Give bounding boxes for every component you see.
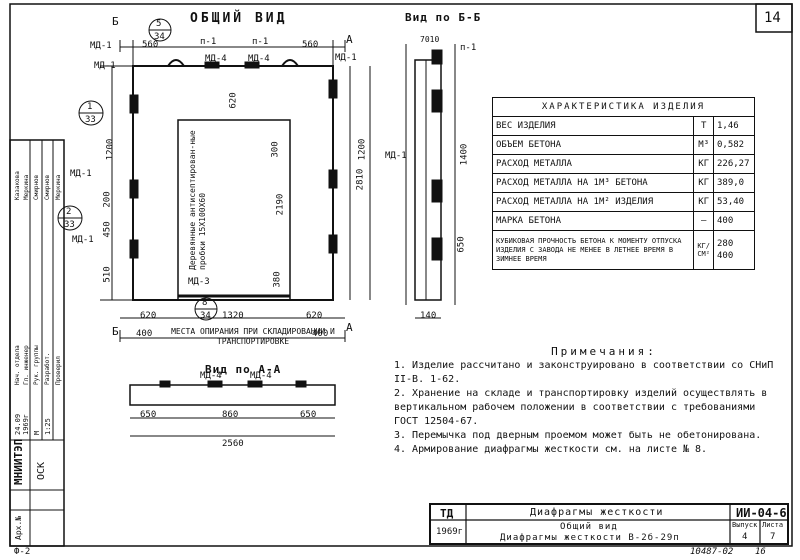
view-title-a-a: Вид по А-А bbox=[205, 363, 282, 376]
note-item: 1. Изделие рассчитано и законструировано… bbox=[394, 360, 774, 385]
note-item: 4. Армирование диафрагмы жесткости см. н… bbox=[394, 444, 708, 455]
mark-md1-c: МД-1 bbox=[70, 169, 92, 179]
mark-md1-d: МД-1 bbox=[72, 235, 94, 245]
mark-md1-b: МД-1 bbox=[94, 61, 116, 71]
stamp-code: ИИ-04-6 bbox=[736, 506, 787, 520]
left-stamp-year: 1969г bbox=[22, 413, 30, 435]
table-row: РАСХОД МЕТАЛЛА НА 1М² ИЗДЕЛИЯ КГ 53,40 bbox=[491, 192, 755, 212]
left-stamp-name: Смирнов bbox=[33, 174, 40, 200]
dim-650-aa-left: 650 bbox=[140, 410, 157, 420]
mark-p1-a: п-1 bbox=[200, 37, 217, 47]
view-title-general: ОБЩИЙ ВИД bbox=[190, 11, 288, 26]
mark-p1-c: п-1 bbox=[460, 43, 477, 53]
left-stamp-name: Меркина bbox=[23, 174, 30, 200]
strength-values: 280 400 bbox=[713, 230, 755, 270]
left-stamp-role: Рук. группы bbox=[33, 345, 40, 385]
dim-650-aa-right: 650 bbox=[300, 410, 317, 420]
mark-md1-f: МД-1 bbox=[335, 53, 357, 63]
strength-text: КУБИКОВАЯ ПРОЧНОСТЬ БЕТОНА К МОМЕНТУ ОТП… bbox=[496, 236, 682, 254]
dim-2560: 2560 bbox=[222, 439, 244, 449]
strength-summer-value: 280 bbox=[717, 239, 734, 249]
mark-md4-a: МД-4 bbox=[205, 54, 227, 64]
table-row: РАСХОД МЕТАЛЛА НА 1М³ БЕТОНА КГ 389,0 bbox=[491, 173, 755, 193]
bottom-page: 16 bbox=[755, 547, 766, 557]
left-stamp-org: МНИИТЭП bbox=[12, 438, 25, 485]
bottom-number: 10487-02 bbox=[690, 547, 734, 557]
left-stamp-m: М bbox=[33, 430, 41, 435]
properties-table: ХАРАКТЕРИСТИКА ИЗДЕЛИЯ ВЕС ИЗДЕЛИЯ Т 1,4… bbox=[491, 97, 755, 270]
stamp-sheet-title-1: Общий вид bbox=[560, 522, 618, 532]
dim-140: 140 bbox=[420, 311, 437, 321]
mark-md4-d: МД-4 bbox=[250, 371, 272, 381]
strength-winter-value: 400 bbox=[717, 251, 734, 261]
stamp-sheet-label: Листа bbox=[762, 521, 784, 529]
notes-title: Примечания: bbox=[551, 345, 657, 358]
bottom-left-mark: Ф-2 bbox=[14, 547, 31, 557]
prop-value: 400 bbox=[713, 211, 755, 231]
table-row: ОБЪЕМ БЕТОНА М³ 0,582 bbox=[491, 135, 755, 155]
callout-2-top: 2 bbox=[66, 207, 72, 217]
mark-p1-b: п-1 bbox=[252, 37, 269, 47]
dim-400-left: 400 bbox=[136, 329, 153, 339]
callout-2-bottom: 33 bbox=[64, 220, 75, 230]
callout-1-bottom: 33 bbox=[85, 115, 96, 125]
stamp-issue: 4 bbox=[742, 532, 748, 542]
dim-7010: 7010 bbox=[420, 35, 440, 44]
left-stamp-name: Меркина bbox=[55, 174, 62, 200]
notes-block: Примечания: 1. Изделие рассчитано и зако… bbox=[394, 345, 774, 457]
left-stamp-role: Разработ. bbox=[44, 352, 51, 385]
left-stamp-name: Смирнов bbox=[44, 174, 51, 200]
dim-400-right: 400 bbox=[312, 329, 329, 339]
dim-560-right: 560 bbox=[302, 40, 319, 50]
stamp-year: 1969г bbox=[436, 527, 464, 537]
callout-5-bottom: 34 bbox=[154, 32, 165, 42]
table-row: КУБИКОВАЯ ПРОЧНОСТЬ БЕТОНА К МОМЕНТУ ОТП… bbox=[491, 230, 755, 270]
mark-md1-e: МД-1 bbox=[385, 151, 407, 161]
left-stamp-name: Казакова bbox=[14, 171, 21, 200]
callout-1-top: 1 bbox=[87, 102, 93, 112]
left-stamp-role: Гл. инженер bbox=[23, 345, 30, 385]
left-stamp-role: Проверил bbox=[55, 356, 62, 385]
dim-1320: 1320 bbox=[222, 311, 244, 321]
stamp-org: ТД bbox=[440, 507, 454, 520]
note-item: 3. Перемычка под дверным проемом может б… bbox=[394, 430, 762, 441]
prop-value: 226,27 bbox=[713, 154, 755, 174]
view-title-b-b: Вид по Б-Б bbox=[405, 11, 482, 24]
left-stamp-arch: Арх.№ bbox=[14, 515, 23, 540]
dim-860: 860 bbox=[222, 410, 239, 420]
left-stamp-scale: 1:25 bbox=[44, 418, 52, 435]
dim-620-bottom-left: 620 bbox=[140, 311, 157, 321]
dim-620-bottom-right: 620 bbox=[306, 311, 323, 321]
dim-560-left: 560 bbox=[142, 40, 159, 50]
mark-md4-c: МД-4 bbox=[200, 371, 222, 381]
section-mark-a-top: А bbox=[346, 33, 353, 46]
left-stamp-role: Нач. отдела bbox=[14, 345, 21, 385]
mark-md4-b: МД-4 bbox=[248, 54, 270, 64]
stamp-sheet-title-2: Диафрагмы жесткости В-2б-29п bbox=[500, 533, 680, 543]
support-label: МЕСТА ОПИРАНИЯ ПРИ СКЛАДИРОВАНИИ И ТРАНС… bbox=[171, 327, 335, 346]
mark-md3: МД-3 bbox=[188, 277, 210, 287]
strength-winter: В ЗИМНЕЕ ВРЕМЯ bbox=[496, 245, 674, 263]
section-mark-b-bottom: Б bbox=[112, 325, 119, 338]
stamp-series-title: Диафрагмы жесткости bbox=[530, 507, 664, 518]
left-stamp-date: 24.09 bbox=[14, 413, 22, 435]
sheet-number: 14 bbox=[764, 10, 781, 26]
stamp-issue-label: Выпуск bbox=[732, 521, 758, 529]
callout-5-top: 5 bbox=[156, 19, 162, 29]
section-mark-a-bottom: А bbox=[346, 321, 353, 334]
strength-summer: В ЛЕТНЕЕ ВРЕМЯ bbox=[605, 245, 665, 254]
mark-md1-a: МД-1 bbox=[90, 41, 112, 51]
stamp-sheet: 7 bbox=[770, 532, 776, 542]
strength-name: КУБИКОВАЯ ПРОЧНОСТЬ БЕТОНА К МОМЕНТУ ОТП… bbox=[491, 230, 695, 270]
section-mark-b-top: Б bbox=[112, 15, 119, 28]
callout-8-bottom: 34 bbox=[200, 311, 211, 321]
callout-8-top: 8 bbox=[202, 298, 208, 308]
left-stamp-dept: ОСК bbox=[36, 461, 47, 480]
note-item: 2. Хранение на складе и транспортировку … bbox=[394, 388, 768, 427]
